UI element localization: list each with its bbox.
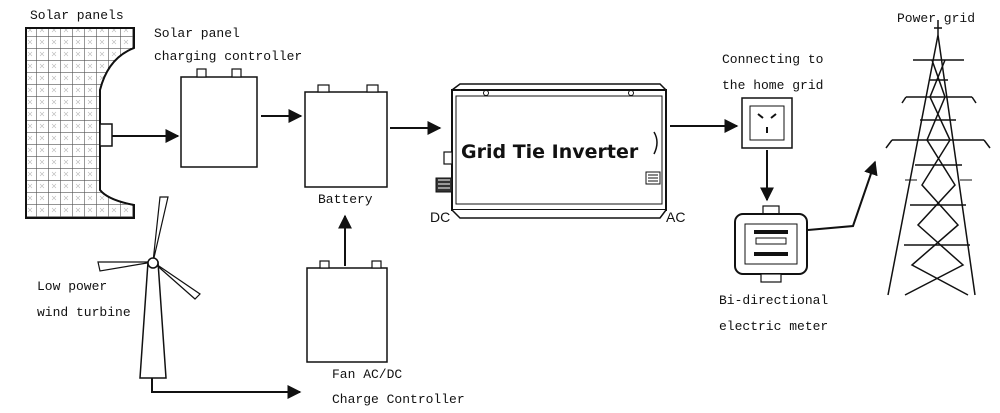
wind-label-line1: Low power: [37, 279, 108, 294]
wind-label-line2: wind turbine: [37, 305, 131, 320]
ac-label: AC: [666, 209, 686, 225]
home-grid-label-line1: Connecting to: [722, 52, 824, 67]
arrow-meter-to-grid: [807, 160, 878, 231]
solar-controller-icon: [180, 68, 258, 168]
power-outlet-icon: [741, 97, 793, 149]
controller-label-line2: charging controller: [154, 49, 303, 64]
electric-meter-icon: [734, 205, 808, 283]
home-grid-label-line2: the home grid: [722, 78, 824, 93]
meter-label-line1: Bi-directional: [719, 293, 829, 308]
fan-controller-icon: [306, 260, 388, 363]
flow-arrows: [112, 109, 878, 399]
battery-icon: [304, 84, 388, 188]
transmission-tower-icon: [885, 20, 991, 296]
solar-panel-icon: [25, 27, 135, 219]
inverter-label: Grid Tie Inverter: [461, 141, 639, 163]
solar-panels-label: Solar panels: [30, 8, 124, 23]
wind-turbine-icon: [97, 196, 201, 379]
fan-label-line2: Charge Controller: [332, 392, 465, 407]
controller-label-line1: Solar panel: [154, 26, 240, 41]
battery-label: Battery: [318, 192, 373, 207]
meter-label-line2: electric meter: [719, 319, 829, 334]
dc-label: DC: [430, 209, 451, 225]
inverter-icon: [435, 83, 667, 219]
arrow-turbine-to-fan: [151, 378, 302, 399]
fan-label-line1: Fan AC/DC: [332, 367, 403, 382]
power-grid-label: Power grid: [897, 11, 976, 26]
